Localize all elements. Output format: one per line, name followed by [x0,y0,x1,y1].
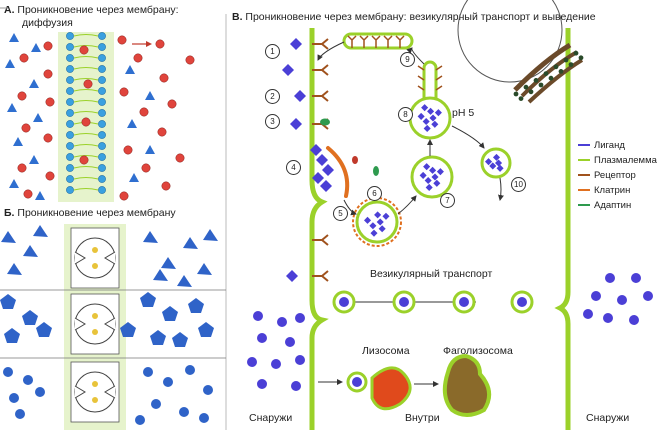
panel-a-title: А. Проникновение через мембрану: [4,4,179,16]
step-badge-4: 4 [286,160,301,175]
step-badge-3: 3 [265,114,280,129]
legend-label-adaptin: Адаптин [594,200,632,211]
golgi-stack [513,42,584,104]
outside-left-label: Снаружи [249,412,293,424]
legend-item: Рецептор [578,170,657,185]
panel-a-title-line1: Проникновение через мембрану: [17,4,179,16]
late-endosome [408,60,452,140]
recycling-vesicle [342,32,443,91]
step-badge-9: 9 [400,52,415,67]
inside-label: Внутри [405,412,440,424]
panel-v-title: В. Проникновение через мембрану: везикул… [232,11,596,23]
plasmalemma-right [554,28,571,430]
panel-a-membrane [58,32,114,202]
carrier-substrates [0,225,218,425]
diffusion-arrow [132,41,152,47]
diffusion-particles [5,33,195,201]
legend-swatch-clathrin [578,189,590,192]
legend-item: Клатрин [578,185,657,200]
step-badge-5: 5 [333,206,348,221]
legend-item: Адаптин [578,200,657,215]
legend-swatch-adaptin [578,204,590,207]
legend-item: Лиганд [578,140,657,155]
lysosome-shape [370,366,412,411]
panel-a-subtitle: диффузия [22,17,73,29]
clathrin-coat [326,146,350,198]
legend-swatch-membrane [578,159,590,162]
legend-label-membrane: Плазмалемма [594,155,657,166]
coated-vesicle [352,197,402,247]
receptors [282,38,334,282]
ligand-vesicle [480,147,512,179]
adaptin-particles [320,118,379,176]
panel-a-letter: А. [4,4,15,16]
panel-b-title-text: Проникновение через мембрану [17,207,176,219]
step-badge-2: 2 [265,89,280,104]
panel-v-title-text: Проникновение через мембрану: везикулярн… [245,11,596,23]
legend-label-clathrin: Клатрин [594,185,631,196]
step-badge-7: 7 [440,193,455,208]
legend-swatch-ligand [578,144,590,147]
phagolysosome-label: Фаголизосома [443,345,513,357]
transport-row [247,273,653,391]
outside-right-label: Снаружи [586,412,630,424]
step-badge-6: 6 [367,186,382,201]
panel-b-transporters [0,224,226,430]
ph-label: pH 5 [452,107,475,119]
legend-item: Плазмалемма [578,155,657,170]
panel-b-title: Б. Проникновение через мембрану [4,207,176,219]
legend-label-receptor: Рецептор [594,170,636,181]
vesicular-transport-label: Везикулярный транспорт [370,268,493,280]
lysosome-label: Лизосома [362,345,410,357]
legend-swatch-receptor [578,174,590,177]
step-badge-8: 8 [398,107,413,122]
organelle-outline [457,0,563,83]
plasmalemma-left [309,28,329,430]
legend-label-ligand: Лиганд [594,140,625,151]
phagolysosome-shape [442,353,492,417]
lipid-bilayer-a [66,32,106,194]
step-badge-1: 1 [265,44,280,59]
early-endosome [410,155,454,199]
panel-b-letter: Б. [4,207,15,219]
legend: Лиганд Плазмалемма Рецептор Клатрин Адап… [578,140,657,215]
lysosome-row [318,353,492,417]
panel-v-letter: В. [232,11,243,23]
step-badge-10: 10 [511,177,526,192]
